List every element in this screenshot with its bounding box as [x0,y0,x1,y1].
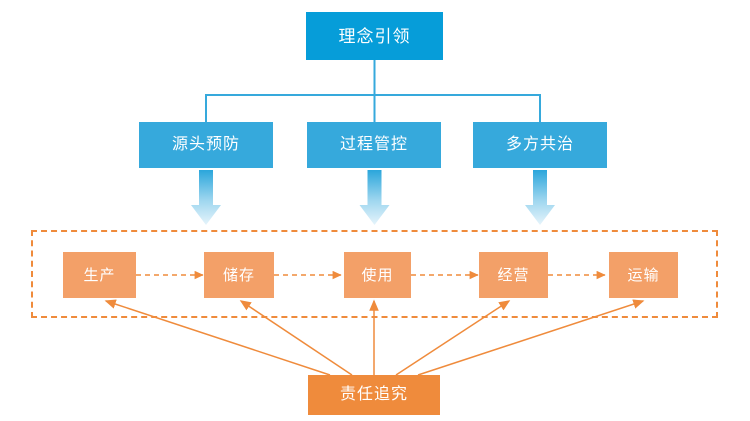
node-accountability[interactable]: 责任追究 [308,375,440,415]
vision-to-pillars-connector [205,60,541,122]
block-arrow-down-1 [191,170,221,225]
node-pillar-source-prevention[interactable]: 源头预防 [139,122,273,168]
node-pillar-process-control[interactable]: 过程管控 [307,122,441,168]
block-arrow-down-2 [359,170,390,225]
node-stage-usage[interactable]: 使用 [344,252,411,298]
node-vision[interactable]: 理念引领 [306,12,443,60]
block-arrow-down-3 [525,170,555,225]
node-stage-storage[interactable]: 储存 [204,252,274,298]
node-pillar-multi-party-governance[interactable]: 多方共治 [473,122,607,168]
node-stage-transport[interactable]: 运输 [609,252,678,298]
node-stage-production[interactable]: 生产 [63,252,136,298]
node-stage-operation[interactable]: 经营 [479,252,548,298]
